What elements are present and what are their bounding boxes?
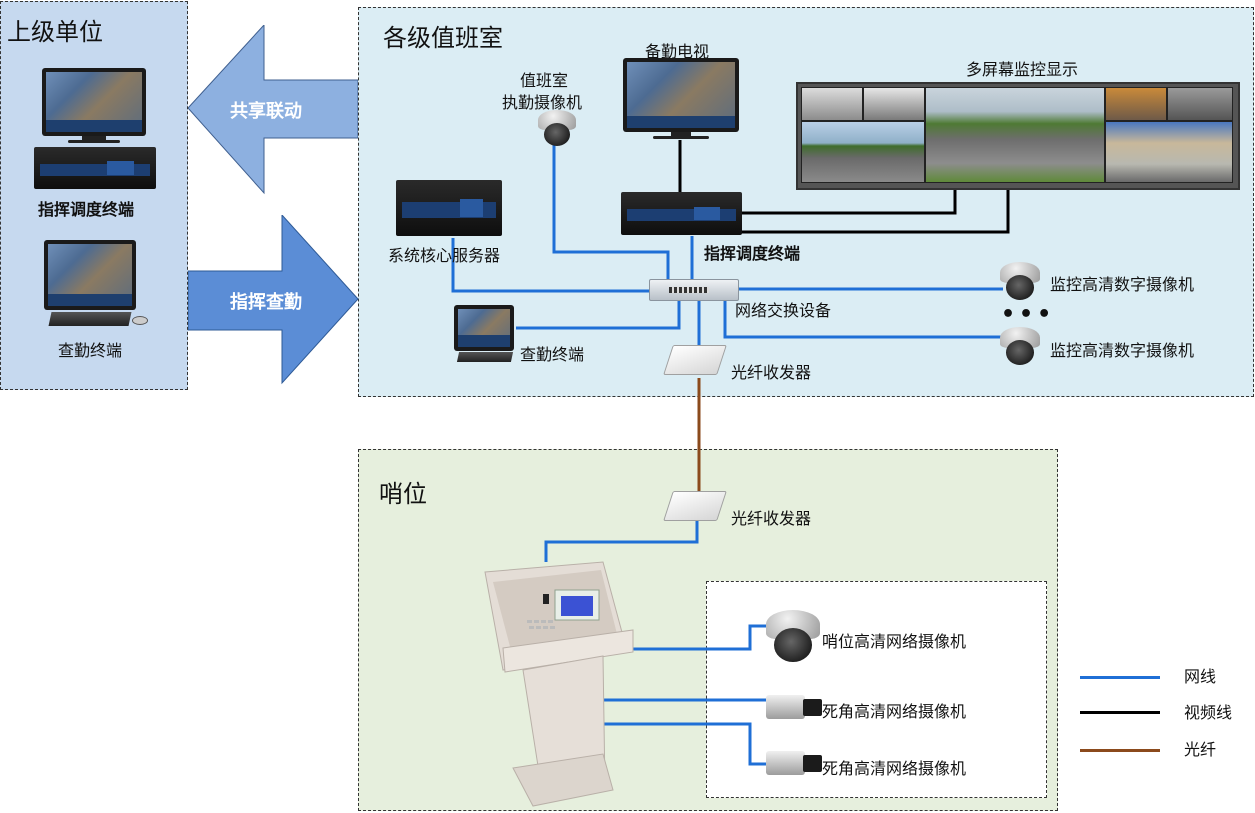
video-wall-display <box>796 82 1240 190</box>
duty-camera-label-line2: 执勤摄像机 <box>502 93 583 112</box>
video-wall-cell <box>801 121 925 183</box>
arrow-share-link: 共享联动 <box>188 25 358 195</box>
legend-label-fiber-optic: 光纤 <box>1184 740 1217 759</box>
zone-title-sentry: 哨位 <box>379 480 427 508</box>
video-wall-cell <box>925 87 1105 183</box>
network-switch-device <box>649 279 739 301</box>
duty-command-terminal-device <box>621 192 742 235</box>
duty-fiber-transceiver-label: 光纤收发器 <box>731 363 812 382</box>
core-server-label: 系统核心服务器 <box>388 246 501 265</box>
blind-camera-1-label: 死角高清网络摄像机 <box>822 702 967 721</box>
blind-camera-2-label: 死角高清网络摄像机 <box>822 759 967 778</box>
network-switch-label: 网络交换设备 <box>735 301 832 320</box>
zone-title-upper-unit: 上级单位 <box>7 18 103 46</box>
duty-room-dome-camera <box>538 110 576 146</box>
backup-tv-label: 备勤电视 <box>645 42 710 61</box>
duty-attendance-terminal-label: 查勤终端 <box>520 345 585 364</box>
arrow-command-check-label: 指挥查勤 <box>230 292 302 313</box>
duty-fiber-transceiver-device <box>663 345 727 375</box>
zone-title-duty-room: 各级值班室 <box>383 24 503 52</box>
more-cameras-ellipsis: ••• <box>1001 302 1056 327</box>
sentry-dome-camera <box>766 610 820 662</box>
arrow-share-link-label: 共享联动 <box>230 101 302 122</box>
upper-command-terminal-device <box>34 147 156 189</box>
duty-command-terminal-label: 指挥调度终端 <box>704 244 801 263</box>
legend-swatch-video-cable <box>1080 711 1160 714</box>
blind-spot-box-camera-2 <box>766 746 822 780</box>
sentry-camera-label: 哨位高清网络摄像机 <box>822 632 967 651</box>
video-wall-label: 多屏幕监控显示 <box>966 60 1079 79</box>
legend-swatch-fiber-optic <box>1080 749 1160 752</box>
legend-label-video-cable: 视频线 <box>1184 703 1233 722</box>
video-wall-cell <box>1167 87 1233 121</box>
backup-tv-monitor <box>623 58 739 142</box>
video-wall-cell <box>1105 121 1233 183</box>
sentry-fiber-transceiver-device <box>663 491 727 521</box>
video-wall-cell <box>863 87 925 121</box>
duty-attendance-terminal-device <box>454 305 518 363</box>
sentry-fiber-transceiver-label: 光纤收发器 <box>731 509 812 528</box>
video-wall-cell <box>1105 87 1167 121</box>
legend-swatch-network-cable <box>1080 676 1160 679</box>
blind-spot-box-camera-1 <box>766 690 822 724</box>
sentry-kiosk-terminal <box>483 558 635 808</box>
legend-label-network-cable: 网线 <box>1184 667 1217 686</box>
upper-attendance-terminal-device <box>44 240 148 328</box>
arrow-command-check: 指挥查勤 <box>188 215 360 385</box>
upper-command-terminal-label: 指挥调度终端 <box>38 200 135 219</box>
hd-camera-1-label: 监控高清数字摄像机 <box>1050 275 1195 294</box>
hd-camera-2-label: 监控高清数字摄像机 <box>1050 341 1195 360</box>
video-wall-cell <box>801 87 863 121</box>
hd-dome-camera-2 <box>1000 327 1040 365</box>
legend: 网线 视频线 光纤 <box>1078 660 1255 760</box>
hd-dome-camera-1 <box>1000 262 1040 300</box>
core-server-device <box>396 180 502 236</box>
duty-camera-label-line1: 值班室 <box>520 71 569 90</box>
upper-attendance-terminal-label: 查勤终端 <box>58 341 123 360</box>
upper-command-monitor <box>42 68 146 146</box>
